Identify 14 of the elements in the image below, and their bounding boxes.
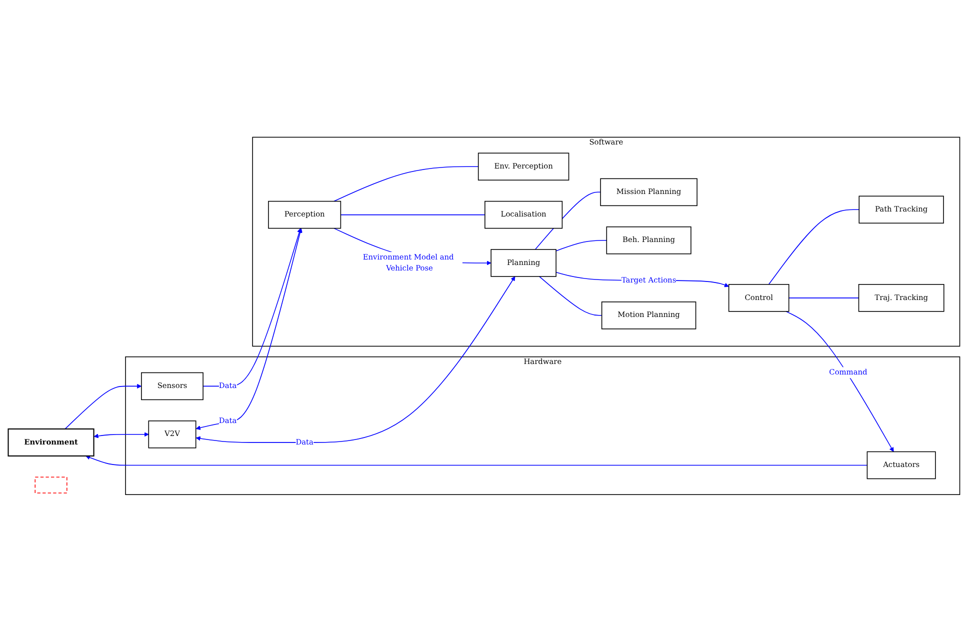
arrow (196, 228, 302, 430)
node-box (34, 476, 68, 494)
connector (340, 214, 486, 216)
connector (334, 166, 479, 202)
arrow (202, 228, 302, 387)
arrow (786, 311, 894, 452)
arrow (94, 432, 149, 438)
arrow (556, 272, 730, 288)
connector (768, 209, 860, 285)
arrow (196, 276, 516, 443)
connector (538, 276, 602, 316)
arrow (64, 384, 142, 430)
connector (556, 240, 608, 252)
arrow (86, 455, 868, 466)
